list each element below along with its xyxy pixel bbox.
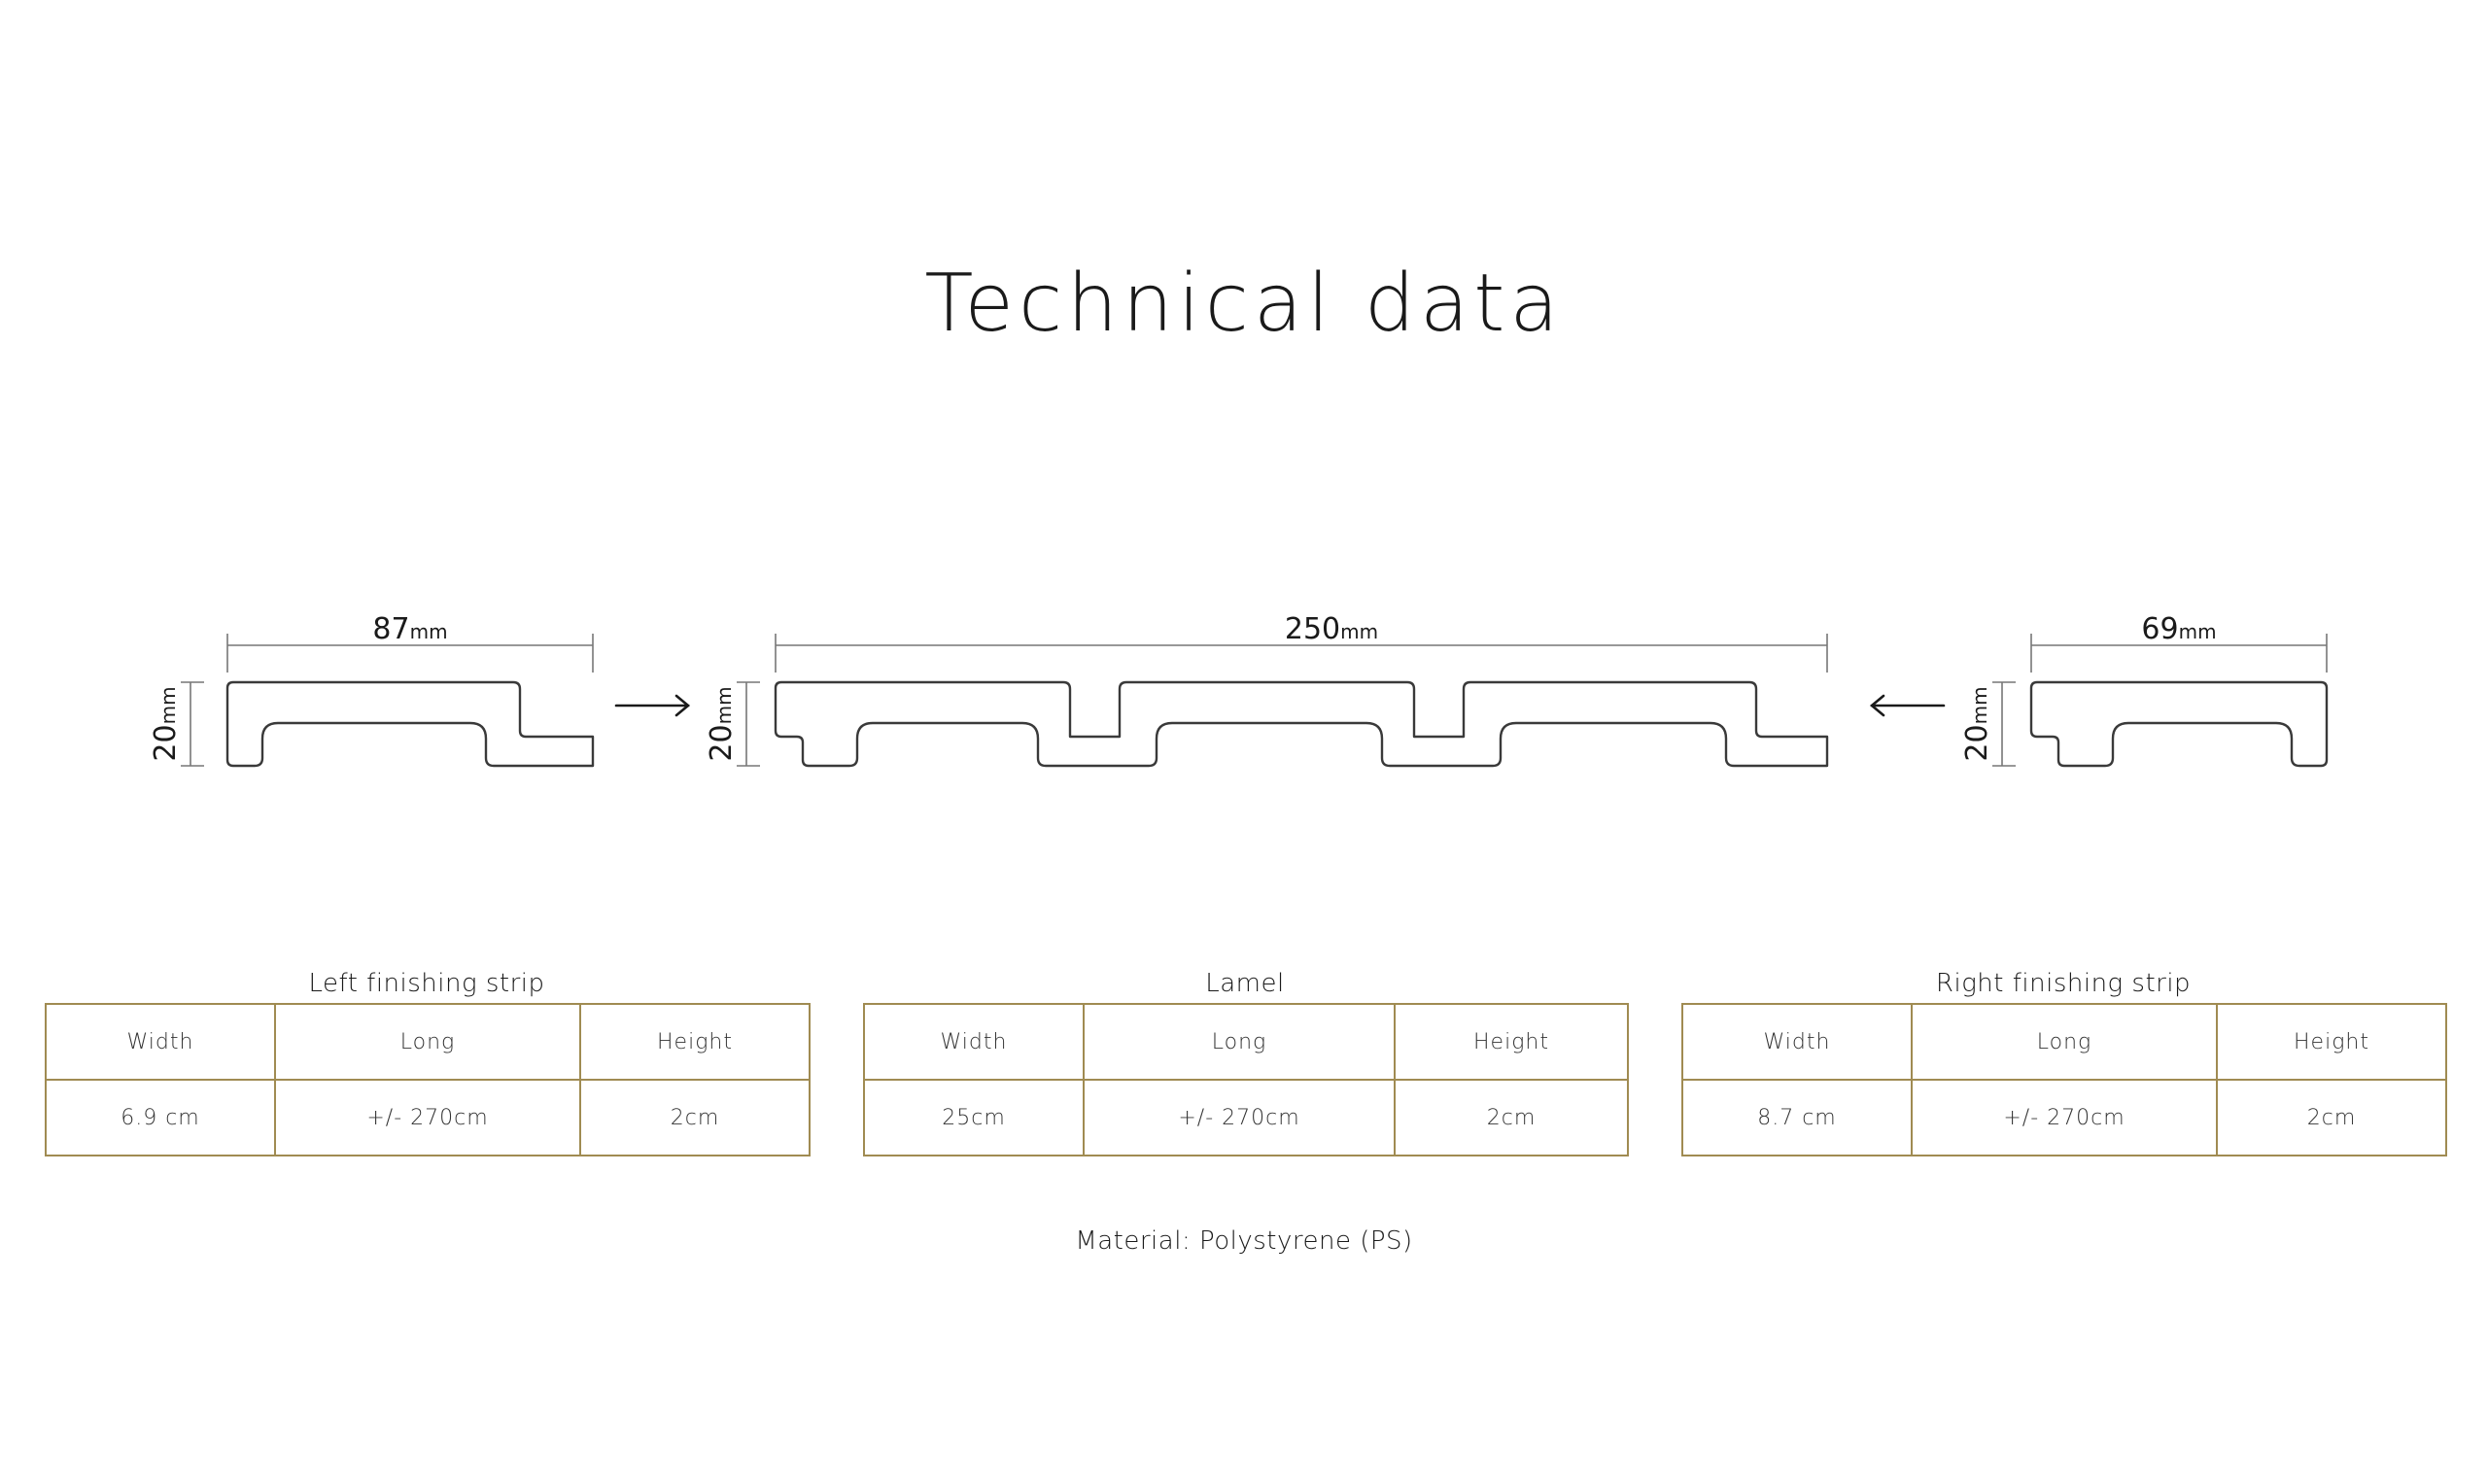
table-row: Width Long Height xyxy=(45,1003,811,1081)
lamel-height-dimension xyxy=(737,681,760,767)
lamel-height-label: 20mm xyxy=(705,686,739,761)
value-cell-height: 2cm xyxy=(579,1079,811,1156)
right-strip-width-dimension xyxy=(2030,634,2328,673)
left-strip-height-dimension xyxy=(181,681,204,767)
table-row: 25cm +/- 270cm 2cm xyxy=(863,1079,1629,1156)
header-cell-height: Height xyxy=(1394,1003,1629,1081)
value-cell-width: 8.7 cm xyxy=(1681,1079,1913,1156)
value-cell-height: 2cm xyxy=(2216,1079,2447,1156)
left-strip-height-label: 20mm xyxy=(149,686,183,761)
header-cell-height: Height xyxy=(2216,1003,2447,1081)
left-strip-width-dimension xyxy=(226,634,594,673)
right-strip-table-title: Right finishing strip xyxy=(1935,969,2192,998)
header-cell-long: Long xyxy=(1911,1003,2218,1081)
lamel-table-title: Lamel xyxy=(1205,969,1285,998)
arrow-right-icon xyxy=(614,694,691,717)
table-row: 8.7 cm +/- 270cm 2cm xyxy=(1681,1079,2447,1156)
right-strip-table-block: Right finishing strip Width Long Height … xyxy=(1681,964,2447,1156)
right-strip-height-dimension xyxy=(1992,681,2016,767)
right-strip-width-label: 69mm xyxy=(2141,612,2216,646)
lamel-group: 250mm 20mm xyxy=(705,612,1829,768)
lamel-width-label: 250mm xyxy=(1285,612,1378,646)
left-strip-table-title: Left finishing strip xyxy=(308,969,545,998)
value-cell-long: +/- 270cm xyxy=(274,1079,581,1156)
table-row: Width Long Height xyxy=(863,1003,1629,1081)
value-cell-width: 25cm xyxy=(863,1079,1085,1156)
header-cell-width: Width xyxy=(1681,1003,1913,1081)
header-cell-width: Width xyxy=(863,1003,1085,1081)
header-cell-long: Long xyxy=(1083,1003,1396,1081)
arrow-left-icon xyxy=(1869,694,1946,717)
table-row: Width Long Height xyxy=(1681,1003,2447,1081)
right-strip-height-label: 20mm xyxy=(1960,686,1994,761)
page-title: Technical data xyxy=(924,258,1564,350)
value-cell-long: +/- 270cm xyxy=(1083,1079,1396,1156)
right-strip-group: 69mm 20mm xyxy=(1960,612,2329,768)
table-row: 6.9 cm +/- 270cm 2cm xyxy=(45,1079,811,1156)
lamel-spec-table: Width Long Height 25cm +/- 270cm 2cm xyxy=(863,1003,1629,1156)
left-strip-width-label: 87mm xyxy=(372,612,447,646)
right-strip-spec-table: Width Long Height 8.7 cm +/- 270cm 2cm xyxy=(1681,1003,2447,1156)
value-cell-width: 6.9 cm xyxy=(45,1079,276,1156)
left-strip-table-block: Left finishing strip Width Long Height 6… xyxy=(45,964,811,1156)
value-cell-height: 2cm xyxy=(1394,1079,1629,1156)
header-cell-long: Long xyxy=(274,1003,581,1081)
lamel-profile xyxy=(774,680,1829,768)
material-note: Material: Polystyrene (PS) xyxy=(1075,1226,1413,1256)
value-cell-long: +/- 270cm xyxy=(1911,1079,2218,1156)
right-strip-profile xyxy=(2029,680,2329,768)
left-strip-group: 87mm 20mm xyxy=(149,612,595,768)
lamel-table-block: Lamel Width Long Height 25cm +/- 270cm 2… xyxy=(863,964,1629,1156)
header-cell-width: Width xyxy=(45,1003,276,1081)
left-strip-spec-table: Width Long Height 6.9 cm +/- 270cm 2cm xyxy=(45,1003,811,1156)
header-cell-height: Height xyxy=(579,1003,811,1081)
lamel-width-dimension xyxy=(775,634,1828,673)
left-strip-profile xyxy=(225,680,595,768)
